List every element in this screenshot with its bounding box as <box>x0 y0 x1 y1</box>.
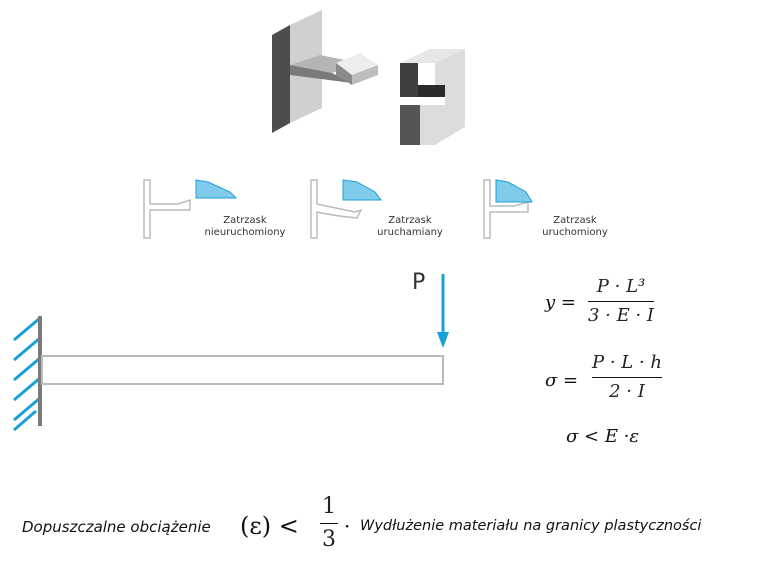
mate-front-upper <box>400 63 418 97</box>
snap-fit-3d-illustration <box>272 10 465 145</box>
hook-side <box>352 65 378 85</box>
stress-denominator: 2 · I <box>609 381 645 402</box>
load-label: P <box>412 270 426 295</box>
snap-state-unactuated-sketch <box>143 179 238 239</box>
allowable-load-text: Dopuszczalne obciążenie <box>22 518 211 536</box>
one-third-numerator: 1 <box>322 494 336 519</box>
deflection-lhs: y = <box>545 292 576 313</box>
arm-bottom <box>290 65 352 83</box>
stress-fraction: P · L · h 2 · I <box>592 352 662 403</box>
multiply-dot: · <box>344 514 351 538</box>
deflection-fraction: P · L³ 3 · E · I <box>588 276 655 327</box>
elongation-at-yield-text: Wydłużenie materiału na granicy plastycz… <box>360 518 702 534</box>
mate-slot <box>418 85 445 97</box>
deflection-denominator: 3 · E · I <box>588 305 655 326</box>
snap-state-actuating-sketch <box>310 179 382 239</box>
stress-condition: σ < E ·ε <box>566 426 640 447</box>
beam <box>41 355 444 385</box>
one-third-denominator: 3 <box>322 527 336 552</box>
one-third-bar <box>320 523 338 524</box>
stress-fraction-bar <box>592 377 662 378</box>
cantilever-beam-diagram <box>13 274 449 432</box>
snap-state-actuated-sketch <box>483 179 533 239</box>
mate-front-lower <box>400 105 420 145</box>
fixed-wall <box>38 316 42 426</box>
mate-top <box>400 49 465 63</box>
one-third-fraction: 1 3 <box>320 494 338 553</box>
wall-front <box>272 25 290 133</box>
stress-lhs: σ = <box>545 370 579 391</box>
deflection-fraction-bar <box>588 301 655 302</box>
mate-side <box>420 49 465 145</box>
stress-numerator: P · L · h <box>592 352 662 373</box>
load-arrow-head <box>437 332 449 348</box>
deflection-numerator: P · L³ <box>596 276 646 297</box>
hook-front <box>336 63 352 85</box>
fixed-support-hatching <box>13 316 41 432</box>
hook-top <box>336 53 378 75</box>
strain-symbol: (ε) < <box>240 512 299 540</box>
